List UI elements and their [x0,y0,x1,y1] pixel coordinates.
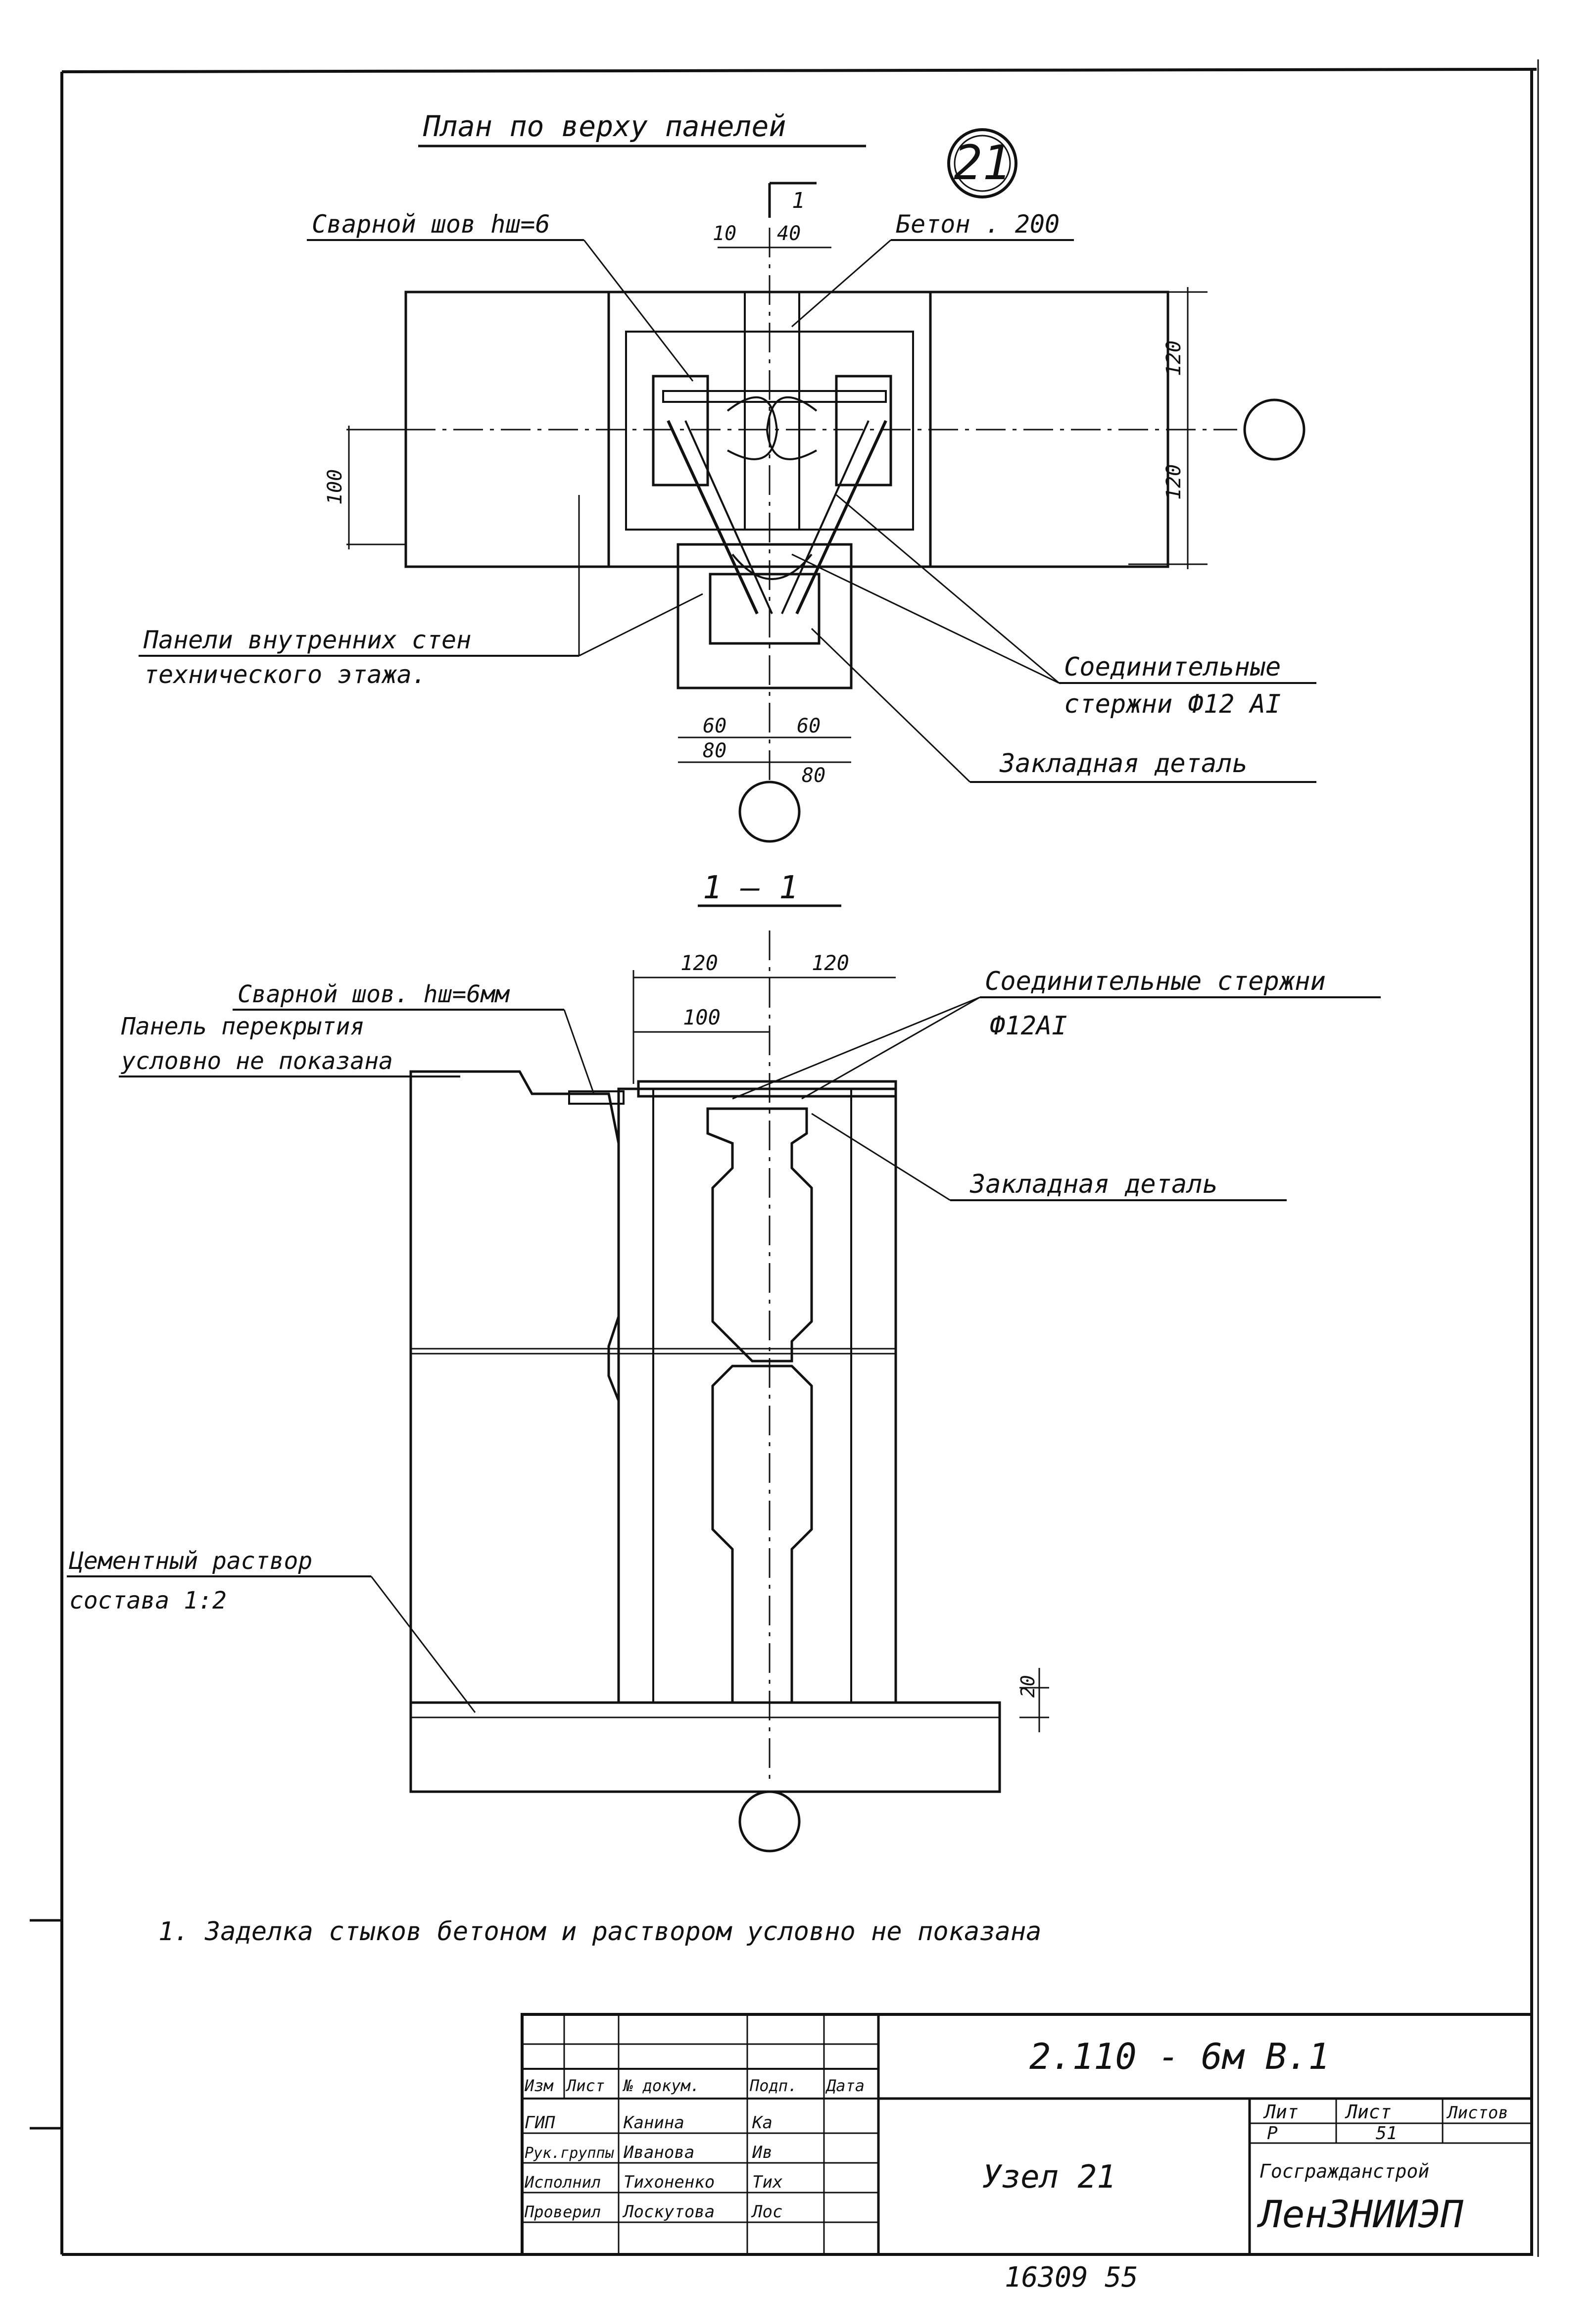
tb-name-0: Канина [623,2113,684,2133]
axis-marker-right [1243,398,1306,461]
tb-role-1: Рук.группы [525,2145,615,2162]
section-label: 1 — 1 [703,870,798,906]
dim-20: 20 [1017,1675,1039,1698]
col-doc: № докум. [622,2076,700,2095]
tb-sign-2: Тих [752,2172,783,2192]
label-panels-2: технического этажа. [144,660,427,689]
sheets-label: Листов [1446,2103,1508,2123]
tb-role-0: ГИП [525,2113,555,2133]
title-block: Изм Лист № докум. Подп. Дата ГИП Канина … [521,2013,1533,2256]
dim-120b: 120 [1162,464,1185,500]
col-izm: Изм [524,2076,554,2095]
label-rods-1: Соединительные [1064,652,1281,682]
dim-80a: 80 [703,739,726,762]
label-slab-2: условно не показана [121,1047,393,1075]
embedded-plate-right [835,375,892,487]
label-concrete: Бетон . 200 [896,210,1060,239]
org-line2: ЛенЗНИИЭП [1257,2192,1464,2236]
embedded-plate-left [652,375,709,487]
axis-marker-bottom [738,781,801,843]
label-mortar-1: Цементный раствор [69,1547,312,1575]
tb-name-2: Тихоненко [624,2172,715,2192]
label-rods-section-2: Ф12АI [990,1011,1067,1041]
sheet-title: Узел 21 [982,2159,1116,2196]
lit-value: Р [1267,2123,1278,2144]
label-weld-section: Сварной шов. hш=6мм [238,980,510,1008]
dim-10: 10 [713,222,736,245]
document-code: 2.110 - 6м В.1 [1029,2036,1330,2077]
joint-column-upper [706,1107,813,1363]
label-panels-1: Панели внутренних стен [143,626,471,654]
col-sign: Подп. [749,2076,797,2095]
floor-slab [409,1701,1001,1793]
section-mark-top: 1 [792,188,805,213]
label-mortar-2: состава 1:2 [69,1587,227,1614]
dim-100-left: 100 [324,469,346,505]
dim-120a: 120 [1162,341,1185,376]
col-date: Дата [825,2076,865,2095]
label-embedded-plan: Закладная деталь [999,749,1248,779]
wall-section-left [409,1070,620,1704]
tb-role-2: Исполнил [524,2173,601,2192]
dim-sec-100: 100 [683,1005,721,1029]
tb-sign-1: Ив [752,2143,773,2162]
dim-80b: 80 [802,764,825,787]
label-rods-2: стержни Ф12 АI [1064,689,1281,719]
label-embedded-section: Закладная деталь [969,1170,1218,1199]
tb-sign-3: Лос [751,2202,782,2222]
lit-label: Лит [1263,2101,1299,2123]
dim-sec-120b: 120 [812,951,849,975]
dim-60b: 60 [797,715,821,737]
dim-40: 40 [777,222,801,245]
label-rods-section-1: Соединительные стержни [985,967,1326,996]
org-line1: Госгражданстрой [1259,2160,1429,2182]
node-number: 21 [954,135,1011,191]
joint-column-lower [711,1365,813,1704]
node-number-circle [947,128,1017,198]
plan-view: План по верху панелей 21 1 [139,109,1316,843]
plan-title: План по верху панелей [423,109,786,143]
tb-name-3: Лоскутова [622,2202,715,2222]
tb-sign-0: Ка [752,2113,773,2133]
tb-role-3: Проверил [524,2202,601,2221]
drawing-note: 1. Заделка стыков бетоном и раствором ус… [158,1917,1041,1947]
section-view: 1 — 1 120 120 100 20 [67,870,1381,1853]
dim-sec-120a: 120 [680,951,718,975]
tb-name-1: Иванова [623,2143,694,2162]
label-slab-1: Панель перекрытия [121,1013,364,1040]
sheet-value: 51 [1376,2123,1397,2144]
dim-60a: 60 [703,715,726,737]
sheet-label: Лист [1345,2101,1392,2123]
footer-number: 16309 55 [1005,2261,1138,2294]
label-weld-plan: Сварной шов hш=6 [312,210,550,239]
col-list: Лист [565,2076,605,2095]
axis-marker-section [738,1790,801,1853]
